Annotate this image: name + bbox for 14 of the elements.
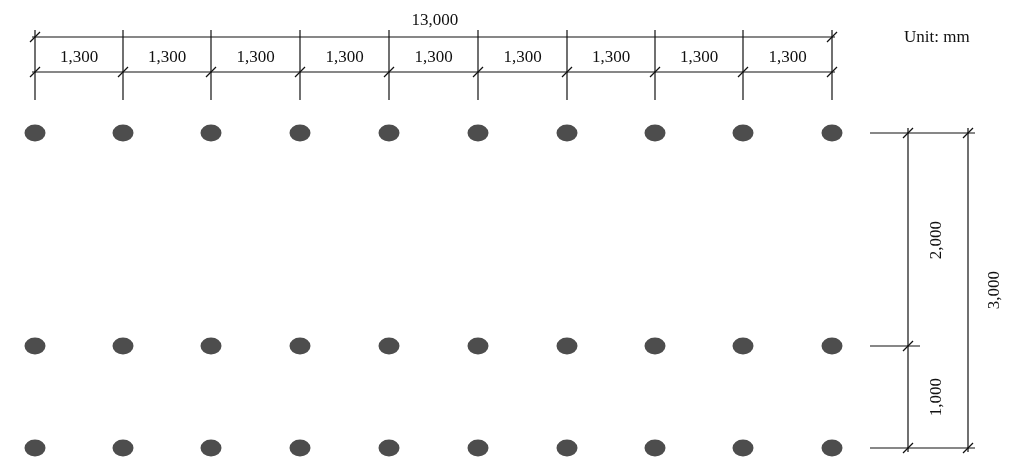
dimension-label: 3,000 (984, 270, 1005, 310)
dimension-label: 1,300 (236, 47, 275, 67)
dimension-label: 13,000 (411, 10, 459, 30)
dimension-label: 1,000 (926, 377, 947, 417)
dimension-label: 1,300 (148, 47, 187, 67)
dimension-label: 1,300 (592, 47, 631, 67)
dimension-label: 2,000 (926, 220, 947, 260)
dimension-label: 1,300 (60, 47, 99, 67)
unit-note: Unit: mm (904, 27, 970, 47)
dimension-label: 1,300 (414, 47, 453, 67)
dimension-label: 1,300 (680, 47, 719, 67)
dimension-label: 1,300 (503, 47, 542, 67)
dimension-label: 1,300 (768, 47, 807, 67)
dimension-label: 1,300 (325, 47, 364, 67)
